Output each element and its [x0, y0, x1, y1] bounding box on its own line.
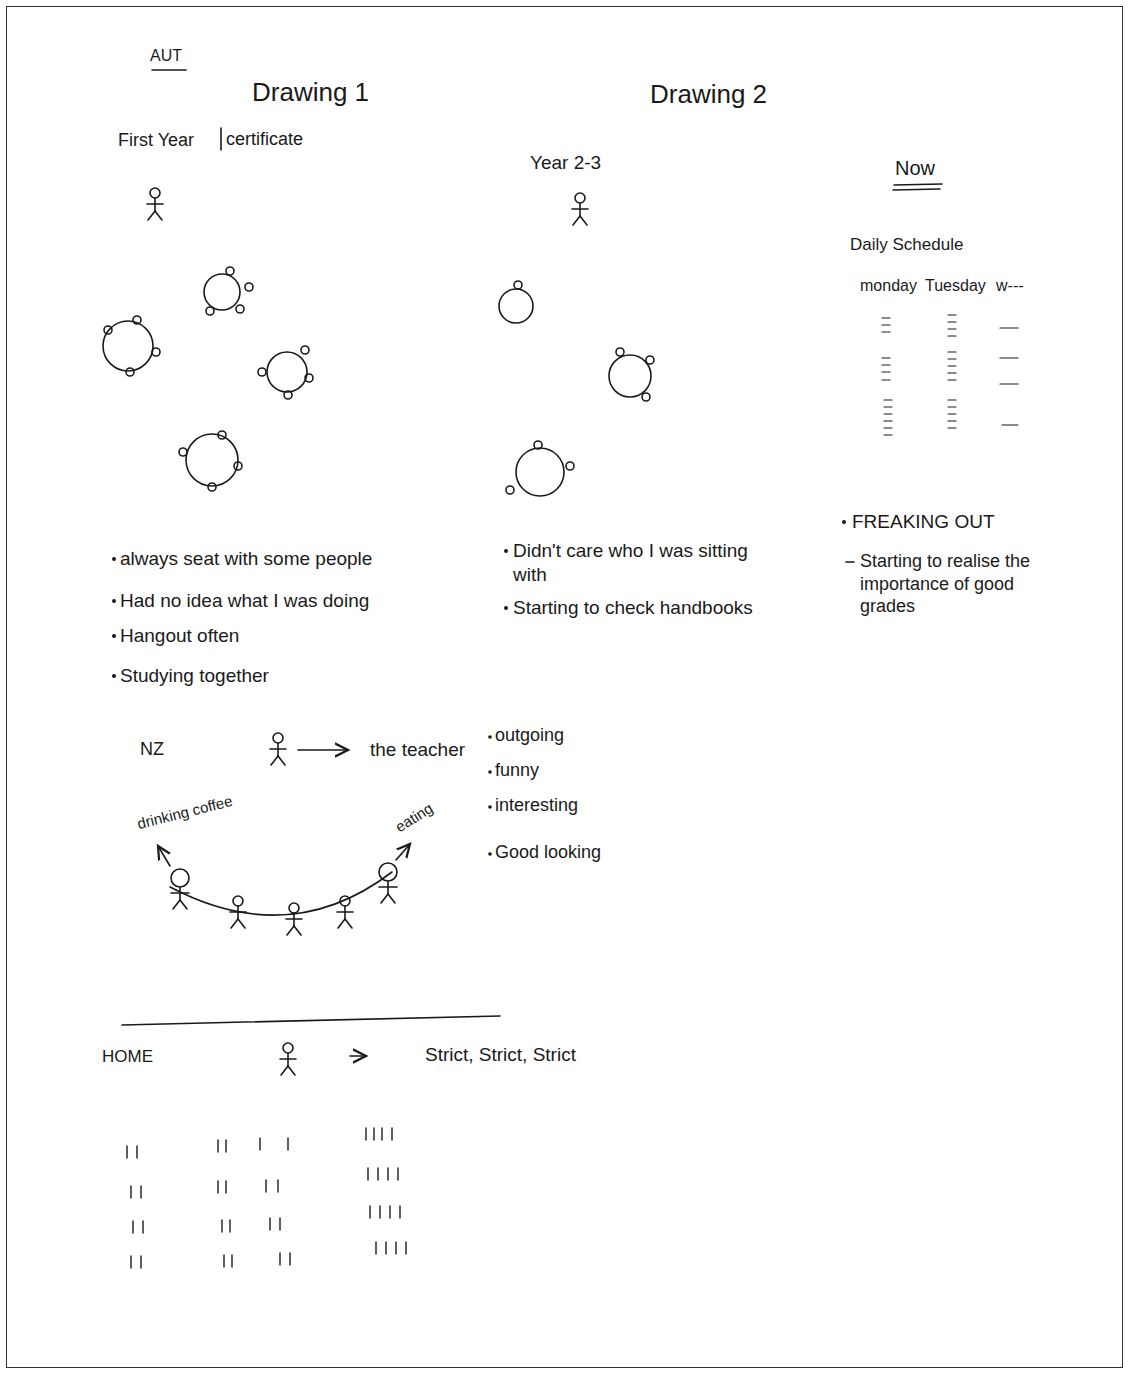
note-text: Didn't care who I was sitting with [513, 539, 763, 587]
trait-text: funny [495, 759, 539, 782]
place-label: NZ [140, 738, 164, 761]
period-label: Year 2-3 [530, 151, 601, 175]
note-text: Starting to realise the importance of go… [860, 550, 1065, 618]
note-text: FREAKING OUT [852, 510, 995, 534]
page-border [6, 6, 1123, 1368]
person-label: the teacher [370, 738, 465, 762]
trait-text: Good looking [495, 841, 601, 864]
period-label: First Year [118, 129, 194, 152]
drawing-heading: Drawing 1 [252, 76, 369, 109]
weekday-label: w--- [996, 276, 1024, 296]
schedule-title: Daily Schedule [850, 234, 963, 255]
note-text: Studying together [120, 664, 269, 688]
trait-text: interesting [495, 794, 578, 817]
note-text: always seat with some people [120, 547, 372, 571]
period-label: certificate [226, 128, 303, 151]
action-label: eating [392, 799, 437, 837]
section-code: AUT [150, 46, 182, 66]
trait-text: Strict, Strict, Strict [425, 1043, 576, 1067]
weekday-label: monday [860, 276, 917, 296]
weekday-label: Tuesday [925, 276, 986, 296]
note-text: Starting to check handbooks [513, 596, 753, 620]
note-text: Had no idea what I was doing [120, 589, 369, 613]
drawing-heading: Drawing 2 [650, 78, 767, 111]
place-label: HOME [102, 1046, 153, 1067]
action-label: drinking coffee [135, 792, 234, 834]
trait-text: outgoing [495, 724, 564, 747]
note-text: Hangout often [120, 624, 239, 648]
period-label: Now [895, 156, 935, 181]
